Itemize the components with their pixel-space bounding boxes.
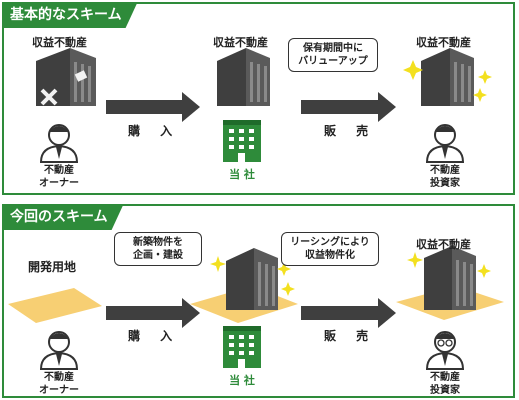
building-icon [217, 48, 270, 106]
sell-arrow [301, 298, 396, 328]
buy-arrow [106, 92, 200, 122]
buy-label: 購 入 [128, 124, 181, 138]
owner-person-icon [39, 331, 79, 370]
land-label: 開発用地 [28, 260, 77, 274]
old-building-icon [36, 48, 96, 106]
current-scheme-title: 今回のスキーム [2, 204, 124, 230]
new-building-icon [226, 248, 278, 310]
basic-scheme-panel: 基本的なスキーム [2, 2, 515, 195]
basic-scheme-title: 基本的なスキーム [2, 2, 138, 28]
value-added-building-icon [421, 48, 474, 106]
sell-label: 販 売 [324, 124, 377, 138]
company-building-icon [223, 326, 261, 368]
company-label: 当 社 [229, 168, 255, 181]
sparkle-icon [407, 252, 491, 278]
investor-label: 不動産 投資家 [430, 372, 460, 396]
investor-person-icon [425, 331, 465, 370]
current-scheme-illustration [8, 246, 504, 370]
company-label: 当 社 [229, 374, 255, 387]
plan-build-callout: 新築物件を 企画・建設 [114, 232, 202, 266]
profitable-building-icon [424, 246, 476, 310]
basic-scheme-illustration [36, 48, 492, 163]
current-scheme-panel: 今回のスキーム [2, 204, 515, 398]
sell-label: 販 売 [324, 329, 377, 343]
building-label-left: 収益不動産 [32, 36, 87, 49]
building-label-right: 収益不動産 [416, 238, 471, 251]
sell-arrow [301, 92, 396, 122]
buy-arrow [106, 298, 200, 328]
sparkle-icon [210, 256, 295, 296]
building-label-mid: 収益不動産 [213, 36, 268, 49]
owner-label: 不動産 オーナー [39, 372, 79, 396]
building-label-right: 収益不動産 [416, 36, 471, 49]
investor-label: 不動産 投資家 [430, 165, 460, 189]
investor-person-icon [425, 124, 465, 163]
owner-label: 不動産 オーナー [39, 165, 79, 189]
sparkle-icon [403, 60, 492, 102]
leasing-callout: リーシングにより 収益物件化 [281, 232, 379, 266]
company-building-icon [223, 120, 261, 162]
value-up-callout: 保有期間中に バリューアップ [288, 38, 378, 72]
land-plot-icon [8, 288, 102, 323]
owner-person-icon [39, 124, 79, 163]
buy-label: 購 入 [128, 329, 181, 343]
